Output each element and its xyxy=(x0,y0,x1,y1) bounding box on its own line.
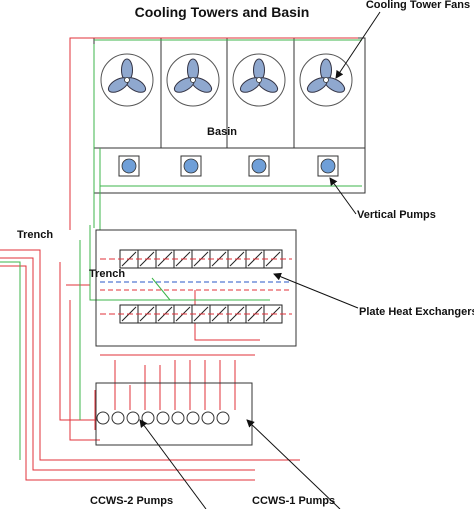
fan-icon xyxy=(166,53,220,107)
ccws1-pump-icon xyxy=(186,411,200,425)
fan-icon xyxy=(299,53,353,107)
fan-icon xyxy=(232,53,286,107)
ccws-pump-room xyxy=(95,382,253,446)
vertical-pump-icon xyxy=(248,155,270,177)
phe-label: Plate Heat Exchangers xyxy=(359,306,474,318)
diagram-title: Cooling Towers and Basin xyxy=(135,4,310,20)
piping-red xyxy=(0,37,358,481)
vertical-pumps-label: Vertical Pumps xyxy=(357,209,436,221)
ccws-pumps xyxy=(96,411,230,425)
vertical-pumps xyxy=(118,155,339,177)
ccws1-label: CCWS-1 Pumps xyxy=(252,495,335,507)
ccws2-label: CCWS-2 Pumps xyxy=(90,495,173,507)
phe-row xyxy=(100,249,292,269)
ccws2-pump-icon xyxy=(111,411,125,425)
plate-heat-exchangers xyxy=(100,249,292,324)
ccws1-pump-icon xyxy=(201,411,215,425)
vertical-pump-icon xyxy=(317,155,339,177)
trench-label: Trench xyxy=(17,229,53,241)
phe-room xyxy=(95,229,297,347)
phe-row xyxy=(100,304,292,324)
ccws1-pump-icon xyxy=(156,411,170,425)
ccws2-pump-icon xyxy=(126,411,140,425)
ccws2-pump-icon xyxy=(96,411,110,425)
vertical-pump-icon xyxy=(180,155,202,177)
fan-icon xyxy=(100,53,154,107)
cooling-tower-fans xyxy=(100,53,353,107)
ccws1-pump-icon xyxy=(141,411,155,425)
ccws1-pump-icon xyxy=(171,411,185,425)
piping-green xyxy=(0,39,362,460)
fans-label: Cooling Tower Fans xyxy=(366,0,470,11)
vertical-pump-icon xyxy=(118,155,140,177)
trench-inner-label: Trench xyxy=(89,268,125,280)
ccws1-pump-icon xyxy=(216,411,230,425)
basin-label: Basin xyxy=(207,126,237,138)
